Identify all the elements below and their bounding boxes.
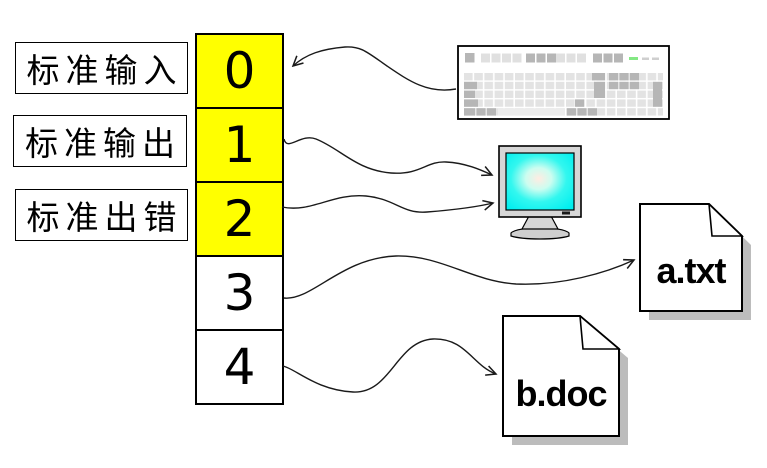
fd-cell-0: 0 (197, 35, 282, 109)
fd-cell-1: 1 (197, 109, 282, 183)
arrow-fd3-to-a-txt (283, 255, 634, 299)
folded-corner (708, 203, 744, 237)
fd-cell-3: 3 (197, 257, 282, 331)
keyboard-icon (457, 45, 670, 120)
keyboard-led-icon (629, 57, 638, 60)
fd-cell-4: 4 (197, 331, 282, 403)
label-stderr: 标准出错 (15, 189, 188, 241)
fd-cell-1-value: 1 (223, 116, 256, 174)
file-a-txt: a.txt (639, 203, 753, 321)
document-icon (639, 203, 751, 320)
label-stdout: 标准输出 (13, 115, 187, 167)
monitor-icon (498, 145, 582, 240)
fd-cell-2: 2 (197, 183, 282, 257)
monitor-power-indicator (562, 211, 570, 215)
fd-cell-3-value: 3 (223, 264, 256, 322)
label-stderr-text: 标准出错 (26, 201, 183, 237)
file-a-name: a.txt (656, 250, 726, 291)
folded-corner (579, 315, 622, 350)
fd-cell-0-value: 0 (223, 42, 256, 100)
arrow-fd2-to-monitor (281, 195, 493, 213)
fd-cell-4-value: 4 (223, 338, 256, 396)
file-b-doc: b.doc (502, 315, 630, 447)
label-stdout-text: 标准输出 (25, 127, 181, 163)
arrow-fd1-to-monitor (283, 137, 492, 175)
fd-cell-2-value: 2 (223, 190, 256, 248)
monitor-screen (505, 152, 575, 211)
monitor-neck (520, 215, 560, 230)
label-stdin-text: 标准输入 (26, 54, 183, 90)
arrow-keyboard-to-fd0 (293, 46, 457, 91)
document-icon (502, 315, 628, 445)
fd-table: 0 1 2 3 4 (195, 33, 284, 405)
label-stdin: 标准输入 (15, 42, 188, 94)
arrow-fd4-to-b-doc (282, 338, 496, 393)
file-b-name: b.doc (515, 373, 608, 414)
